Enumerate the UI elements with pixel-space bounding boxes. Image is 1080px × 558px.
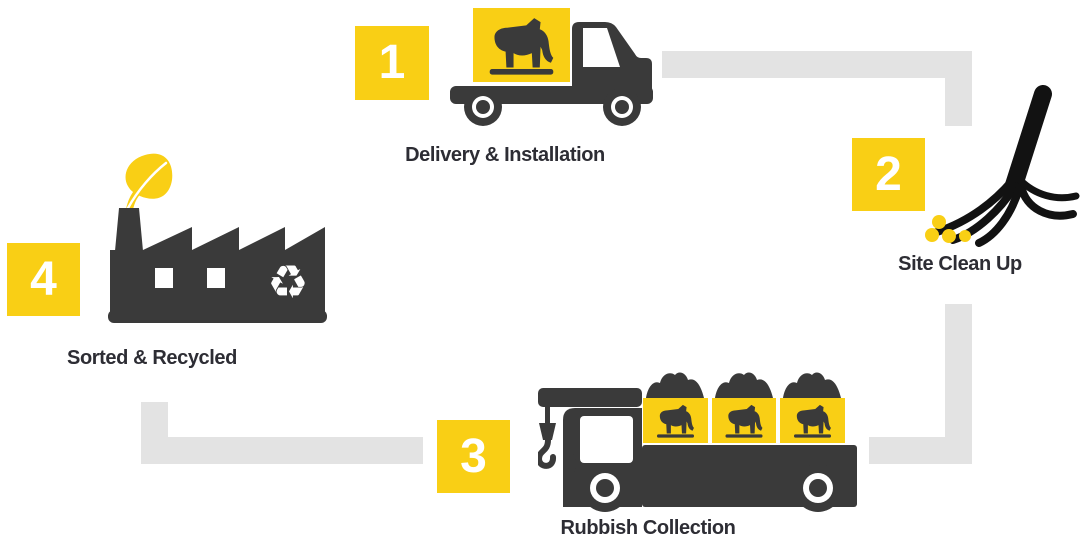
connector-step1-step2-horizontal [662,51,972,78]
step1-number-badge: 1 [355,26,429,100]
connector-step3-step4-vertical [141,402,168,464]
step2-number-badge: 2 [852,138,925,211]
step1-label: Delivery & Installation [405,144,605,166]
crane-truck-skip-bags-icon [538,372,857,512]
connector-step2-step3-horizontal [869,437,972,464]
connector-step3-step4-horizontal [141,437,423,464]
step1-number: 1 [378,36,406,89]
flatbed-truck-skip-bag-icon [450,8,653,126]
step2-number: 2 [875,147,902,201]
broom-sweeping-icon [925,85,1080,247]
step4-number: 4 [30,252,57,306]
step3-label: Rubbish Collection [560,517,736,539]
recycling-factory-icon: ♻ [108,153,327,323]
step2-label: Site Clean Up [898,253,1022,275]
connector-step1-step2-vertical [945,51,972,126]
step3-number: 3 [460,429,487,483]
step4-number-badge: 4 [7,243,80,316]
step3-number-badge: 3 [437,420,510,493]
recycle-symbol-icon: ♻ [267,255,308,309]
step4-label: Sorted & Recycled [67,347,237,369]
